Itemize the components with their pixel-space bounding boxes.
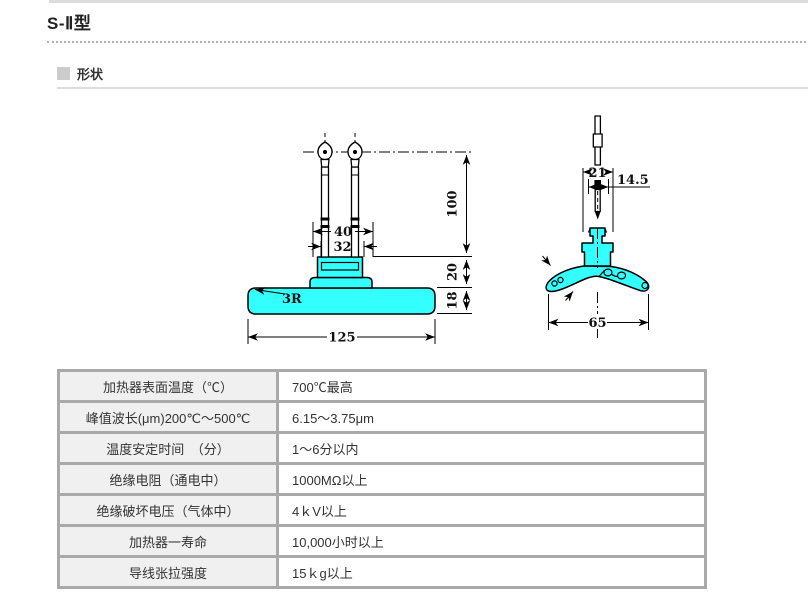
- crimp-sleeve: [592, 133, 603, 148]
- table-row: 加热器一寿命 10,000小时以上: [57, 524, 707, 558]
- section-square-icon: [57, 67, 70, 80]
- dim-label-3r: 3R: [282, 292, 302, 307]
- eyelet-terminal: [347, 141, 363, 168]
- terminal-block-plate: [320, 261, 360, 271]
- table-row: 加热器表面温度（℃） 700℃最高: [57, 369, 707, 403]
- table-row: 峰值波长(μm)200℃～500℃ 6.15～3.75μm: [57, 400, 707, 434]
- eyelet-terminal: [317, 141, 333, 168]
- table-row: 温度安定时间 （分） 1～6分以内: [57, 431, 707, 465]
- spec-label: 加热器一寿命: [57, 524, 279, 558]
- spec-label: 温度安定时间 （分）: [57, 431, 279, 465]
- spec-label: 绝缘破坏电压（气体中）: [57, 493, 279, 527]
- spec-value: 10,000小时以上: [276, 524, 707, 558]
- dim-label-65: 65: [588, 316, 606, 331]
- terminal-block: [316, 256, 364, 279]
- dim-label-32: 32: [333, 240, 351, 255]
- spec-value: 15ｋg以上: [276, 555, 707, 589]
- spec-label: 绝缘电阻（通电中）: [57, 462, 279, 496]
- needle-terminal: [587, 180, 608, 233]
- section-header: 形状: [57, 64, 103, 83]
- spec-value: 1～6分以内: [276, 431, 707, 465]
- dim-label-21: 21: [588, 166, 606, 181]
- table-row: 导线张拉强度 15ｋg以上: [57, 555, 707, 589]
- spec-label: 峰值波长(μm)200℃～500℃: [57, 400, 279, 434]
- dim-label-14-5: 14.5: [617, 173, 649, 188]
- spec-value: 4ｋV以上: [276, 493, 707, 527]
- side-view: 21 14.5: [541, 115, 650, 338]
- heater-wing: [545, 265, 650, 293]
- spec-value: 6.15～3.75μm: [276, 400, 707, 434]
- table-row: 绝缘电阻（通电中） 1000MΩ以上: [57, 462, 707, 496]
- spec-label: 加热器表面温度（℃）: [57, 369, 279, 403]
- spec-value: 700℃最高: [276, 369, 707, 403]
- dim-label-18: 18: [446, 291, 461, 309]
- lead-rod: [350, 166, 360, 258]
- heater-pedestal: [309, 276, 373, 289]
- front-view: 100 20 18 40 32 125 3R: [247, 133, 472, 346]
- lead-rod: [320, 166, 330, 258]
- dotted-divider: [47, 41, 806, 43]
- spec-value: 1000MΩ以上: [276, 462, 707, 496]
- dim-label-20: 20: [446, 263, 461, 281]
- top-border-line: [49, 0, 808, 3]
- dim-label-40: 40: [334, 225, 352, 240]
- table-row: 绝缘破坏电压（气体中） 4ｋV以上: [57, 493, 707, 527]
- shape-diagram: 100 20 18 40 32 125 3R: [247, 115, 650, 346]
- heater-base-bar: [247, 287, 436, 315]
- dim-label-125: 125: [328, 331, 355, 346]
- dim-label-100: 100: [446, 190, 461, 217]
- section-label: 形状: [77, 67, 104, 82]
- spec-label: 导线张拉强度: [57, 555, 279, 589]
- spec-table: 加热器表面温度（℃） 700℃最高 峰值波长(μm)200℃～500℃ 6.15…: [57, 369, 707, 589]
- page-title: S-Ⅱ型: [47, 14, 92, 33]
- section-underline: [57, 87, 808, 89]
